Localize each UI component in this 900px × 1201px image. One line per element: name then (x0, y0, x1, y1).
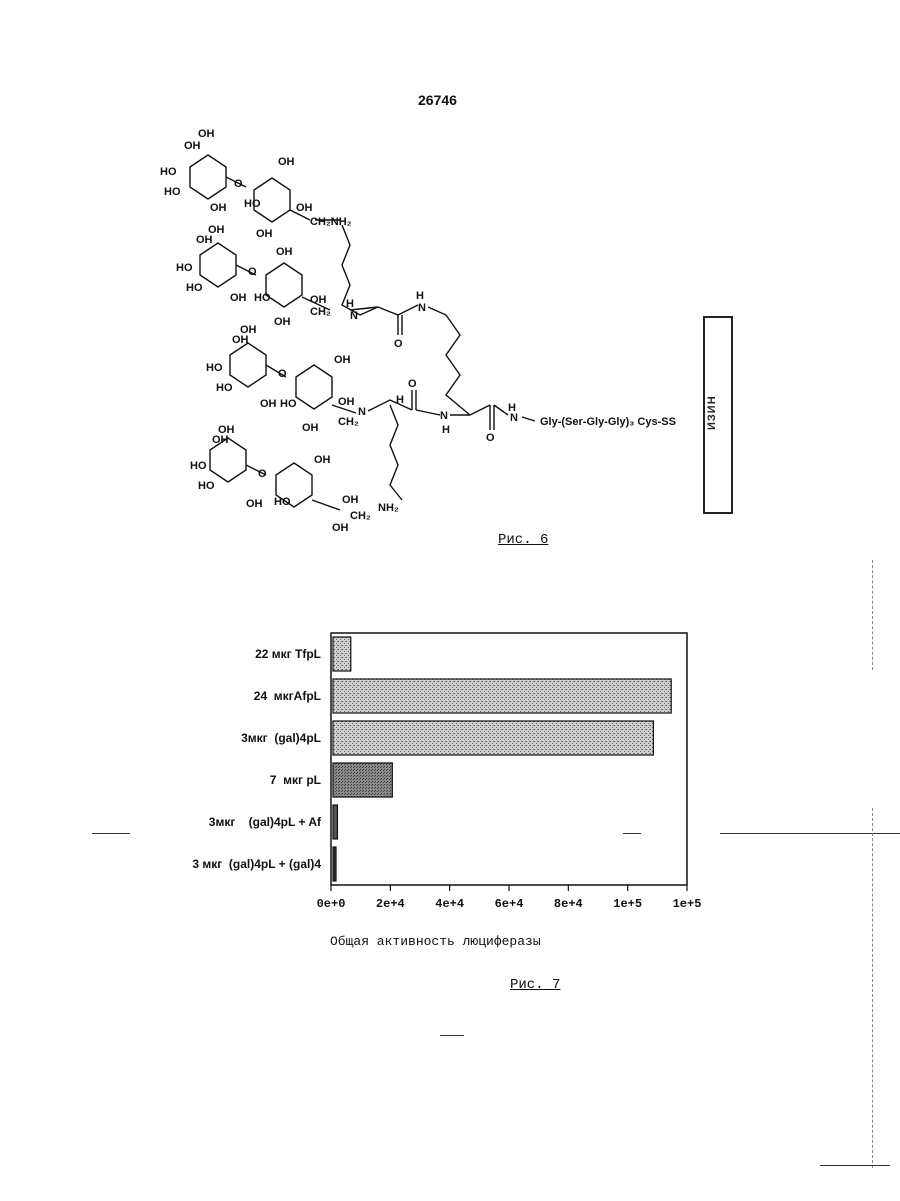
category-label: 3мкг (gal)4pL + Af (209, 815, 322, 829)
scan-artifact-line (623, 833, 641, 834)
bar (333, 847, 336, 881)
atom-label: HO (206, 362, 223, 374)
x-tick-label: 0e+0 (317, 897, 346, 911)
bar (333, 805, 337, 839)
x-tick-label: 4e+4 (435, 897, 464, 911)
atom-label: OH (246, 498, 263, 510)
atom-label: HO (198, 480, 215, 492)
category-label: 7 мкг pL (270, 773, 321, 787)
atom-label: O (278, 368, 287, 380)
atom-label: H (396, 394, 404, 406)
peptide-label: Gly-(Ser-Gly-Gly)₃ Cys-SS (540, 416, 676, 428)
scan-artifact-line (92, 833, 130, 834)
atom-label: HO (244, 198, 261, 210)
plot-frame (331, 633, 687, 885)
scan-artifact-line (872, 808, 873, 1168)
atom-label: HO (176, 262, 193, 274)
atom-label: OH (278, 156, 295, 168)
atom-label: N (358, 406, 366, 418)
atom-label: O (394, 338, 403, 350)
atom-label: O (248, 266, 257, 278)
atom-label: HO (274, 496, 291, 508)
atom-label: OH (338, 396, 355, 408)
bar (333, 763, 392, 797)
atom-label: H (346, 298, 354, 310)
chemical-structure-diagram: OH OH HO HO OH O OH HO OH OH CH₂NH₂ OH O… (150, 115, 710, 545)
bar (333, 637, 351, 671)
x-tick-label: 2e+4 (376, 897, 405, 911)
atom-label: OH (310, 294, 327, 306)
category-label: 24 мкгAfpL (254, 689, 321, 703)
x-axis-title: Общая активность люциферазы (330, 934, 541, 949)
scan-artifact-line (872, 560, 873, 670)
scan-artifact-line (720, 833, 900, 834)
atom-label: OH (196, 234, 213, 246)
figure-7-caption: Рис. 7 (510, 977, 560, 993)
atom-label: OH (314, 454, 331, 466)
atom-label: OH (334, 354, 351, 366)
atom-label: O (258, 468, 267, 480)
atom-label: N (418, 302, 426, 314)
atom-label: HO (164, 186, 181, 198)
x-tick-label: 1e+5 (613, 897, 642, 911)
atom-label: OH (210, 202, 227, 214)
category-label: 3мкг (gal)4pL (241, 731, 321, 745)
atom-label: CH₂ (310, 306, 331, 318)
atom-label: OH (256, 228, 273, 240)
atom-label: N (440, 410, 448, 422)
luciferase-bar-chart: 22 мкг TfpL 24 мкгAfpL 3мкг (gal)4pL 7 мкг … (150, 625, 720, 915)
scan-artifact-line (440, 1035, 464, 1036)
category-label: 22 мкг TfpL (255, 647, 321, 661)
atom-label: OH (274, 316, 291, 328)
atom-label: CH₂ (338, 416, 359, 428)
page-number: 26746 (418, 92, 457, 108)
x-tick-label: 6e+4 (495, 897, 524, 911)
figure-6-caption: Рис. 6 (498, 532, 548, 548)
atom-label: OH (184, 140, 201, 152)
atom-label: OH (276, 246, 293, 258)
atom-label: OH (198, 128, 215, 140)
atom-label: OH (296, 202, 313, 214)
atom-label: OH (212, 434, 229, 446)
atom-label: OH (232, 334, 249, 346)
category-label: 3 мкг (gal)4pL + (gal)4 (192, 857, 321, 871)
atom-label: HO (190, 460, 207, 472)
atom-label: OH (230, 292, 247, 304)
bar (333, 679, 671, 713)
atom-label: H (442, 424, 450, 436)
atom-label: HO (160, 166, 177, 178)
atom-label: CH₂ (350, 510, 371, 522)
x-tick-label: 8e+4 (554, 897, 583, 911)
atom-label: OH (342, 494, 359, 506)
atom-label: CH₂NH₂ (310, 216, 352, 228)
atom-label: HO (254, 292, 271, 304)
atom-label: O (234, 178, 243, 190)
x-tick-label: 1e+5 (673, 897, 702, 911)
scan-artifact-line (820, 1165, 890, 1166)
atom-label: H (416, 290, 424, 302)
atom-label: O (408, 378, 417, 390)
atom-label: OH (260, 398, 277, 410)
atom-label: N (510, 412, 518, 424)
atom-label: HO (186, 282, 203, 294)
atom-label: OH (332, 522, 349, 534)
atom-label: O (486, 432, 495, 444)
atom-label: HO (280, 398, 297, 410)
atom-label: OH (302, 422, 319, 434)
atom-label: HO (216, 382, 233, 394)
side-label: ИЗИН (706, 320, 726, 506)
atom-label: N (350, 310, 358, 322)
atom-label: NH₂ (378, 502, 399, 514)
bar (333, 721, 653, 755)
